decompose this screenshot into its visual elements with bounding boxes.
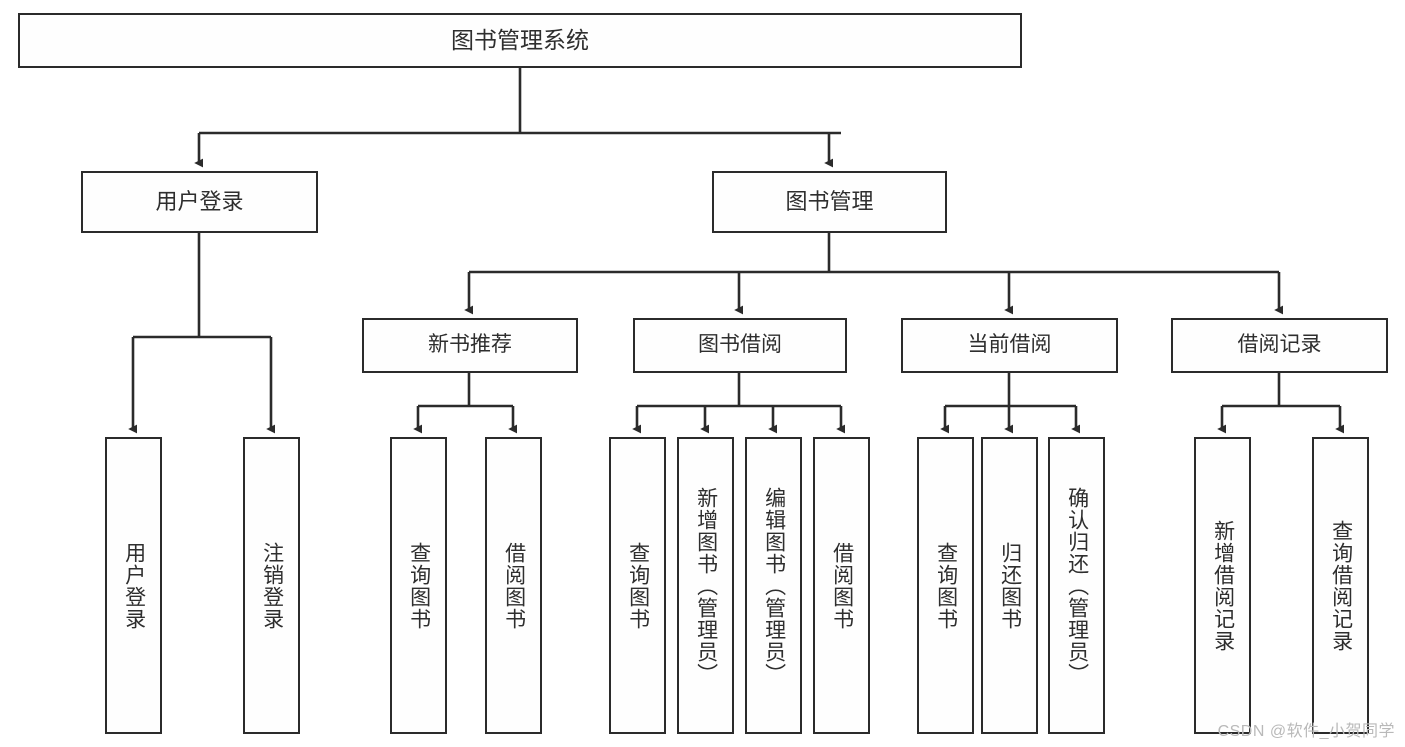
node-label: 借阅记录 — [1237, 333, 1322, 357]
leaf-borrow-borrow-book[interactable]: 借阅图书 — [813, 437, 870, 734]
node-label: 新书推荐 — [428, 333, 512, 357]
node-new-book-recommend[interactable]: 新书推荐 — [362, 318, 578, 373]
leaf-borrow-edit-book[interactable]: 编辑图书（管理员） — [745, 437, 802, 734]
leaf-recommend-borrow-book[interactable]: 借阅图书 — [485, 437, 542, 734]
node-label: 图书借阅 — [698, 333, 782, 357]
node-current-borrow[interactable]: 当前借阅 — [901, 318, 1118, 373]
node-label: 借阅图书 — [830, 541, 854, 630]
leaf-current-confirm-return[interactable]: 确认归还（管理员） — [1048, 437, 1105, 734]
node-label: 查询借阅记录 — [1329, 519, 1353, 652]
node-label: 图书管理 — [785, 189, 874, 215]
leaf-borrow-add-book[interactable]: 新增图书（管理员） — [677, 437, 734, 734]
node-label: 编辑图书（管理员） — [762, 486, 786, 685]
node-label: 当前借阅 — [967, 333, 1052, 357]
node-label: 注销登录 — [260, 541, 284, 630]
node-label: 新增图书（管理员） — [694, 486, 718, 685]
node-label: 查询图书 — [934, 541, 958, 630]
leaf-user-login-login[interactable]: 用户登录 — [105, 437, 162, 734]
leaf-record-add-record[interactable]: 新增借阅记录 — [1194, 437, 1251, 734]
node-label: 查询图书 — [407, 541, 431, 630]
leaf-recommend-query-book[interactable]: 查询图书 — [390, 437, 447, 734]
node-book-management[interactable]: 图书管理 — [712, 171, 947, 233]
node-label: 图书管理系统 — [451, 27, 589, 54]
node-label: 借阅图书 — [502, 541, 526, 630]
node-root-system[interactable]: 图书管理系统 — [18, 13, 1022, 68]
node-label: 确认归还（管理员） — [1065, 486, 1089, 685]
node-label: 新增借阅记录 — [1211, 519, 1235, 652]
leaf-borrow-query-book[interactable]: 查询图书 — [609, 437, 666, 734]
leaf-user-login-logout[interactable]: 注销登录 — [243, 437, 300, 734]
node-book-borrow[interactable]: 图书借阅 — [633, 318, 847, 373]
leaf-current-return-book[interactable]: 归还图书 — [981, 437, 1038, 734]
node-borrow-record[interactable]: 借阅记录 — [1171, 318, 1388, 373]
watermark-text: CSDN @软件_小贺同学 — [1217, 723, 1395, 740]
node-user-login[interactable]: 用户登录 — [81, 171, 318, 233]
node-label: 用户登录 — [155, 189, 244, 215]
node-label: 归还图书 — [998, 541, 1022, 630]
node-label: 查询图书 — [626, 541, 650, 630]
leaf-record-query-record[interactable]: 查询借阅记录 — [1312, 437, 1369, 734]
leaf-current-query-book[interactable]: 查询图书 — [917, 437, 974, 734]
node-label: 用户登录 — [122, 541, 146, 630]
